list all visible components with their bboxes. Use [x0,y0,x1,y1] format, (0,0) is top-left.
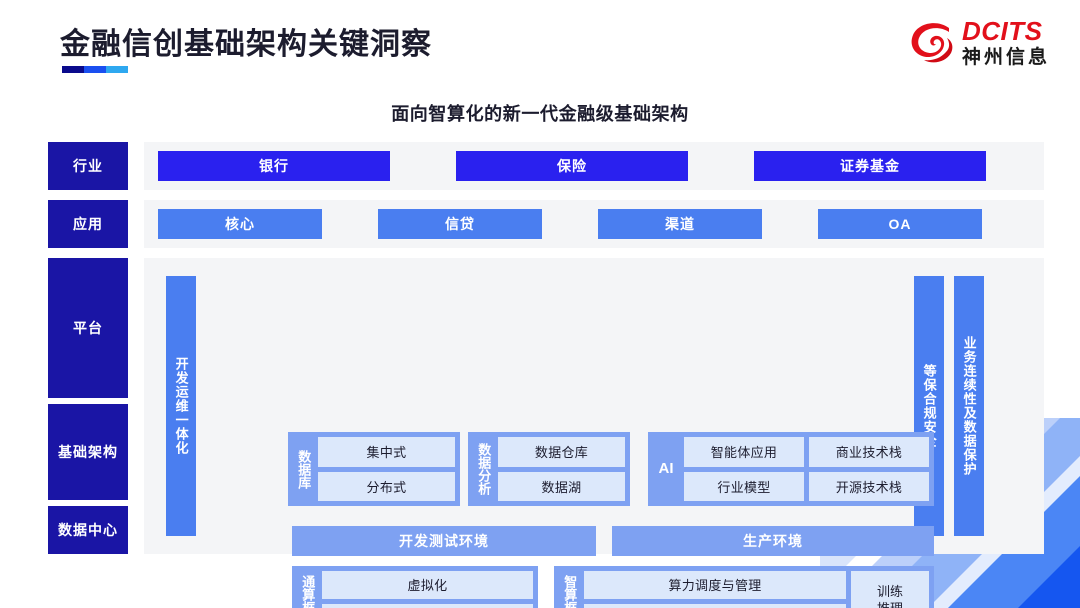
chip-data-processing[interactable]: 数据处理与管理 [584,603,846,608]
chip-agent-application[interactable]: 智能体应用 [684,437,804,467]
page-title: 金融信创基础架构关键洞察 [60,28,432,61]
slide-subtitle: 面向智算化的新一代金融级基础架构 [391,104,689,124]
application-item-core[interactable]: 核心 [158,209,322,239]
chip-industry-model[interactable]: 行业模型 [684,471,804,501]
chip-data-lake[interactable]: 数据湖 [498,471,625,501]
row-datacenter: 数据中心 [48,506,1044,554]
inference-label: 推理 [877,601,903,608]
group-ai: AI 智能体应用 商业技术栈 行业模型 开源技术栈 [648,432,934,506]
logo-text-cn: 神州信息 [961,47,1050,68]
group-label-general-framework: 通算框架 [300,575,316,608]
architecture-diagram: 行业 银行 保险 证券基金 应用 核心 信贷 渠道 OA 平台 基础架构 [48,142,1044,608]
chip-centralized[interactable]: 集中式 [318,437,455,467]
industry-panel: 银行 保险 证券基金 [144,142,1044,190]
row-infrastructure: 基础架构 [48,404,1044,500]
slide-header: 金融信创基础架构关键洞察 DCITS 神州信息 [0,0,1080,92]
group-label-database: 数据库 [296,449,312,489]
group-label-data-analysis: 数据分析 [476,443,492,495]
sidebar-devops[interactable]: 开发运维一体化 [166,276,196,536]
rail-label-datacenter: 数据中心 [48,506,128,554]
industry-item-securities-fund[interactable]: 证券基金 [754,151,986,181]
chip-data-warehouse[interactable]: 数据仓库 [498,437,625,467]
rail-label-industry: 行业 [48,142,128,190]
title-underline-rule [62,66,128,73]
chip-compute-scheduling[interactable]: 算力调度与管理 [584,571,846,599]
application-panel: 核心 信贷 渠道 OA [144,200,1044,248]
group-database: 数据库 集中式 分布式 [288,432,460,506]
industry-item-bank[interactable]: 银行 [158,151,390,181]
chip-commercial-tech-stack[interactable]: 商业技术栈 [809,437,929,467]
group-smart-compute-framework: 智算框架 算力调度与管理 数据处理与管理 训练 推理 [554,566,934,608]
industry-item-insurance[interactable]: 保险 [456,151,688,181]
chip-train-inference[interactable]: 训练 推理 [851,571,929,608]
rail-label-infrastructure: 基础架构 [48,404,128,500]
train-label: 训练 [876,584,903,600]
env-bar-dev-test[interactable]: 开发测试环境 [292,526,596,556]
chip-virtualization[interactable]: 虚拟化 [322,571,533,599]
row-industry: 行业 银行 保险 证券基金 [48,142,1044,190]
sidebar-business-continuity[interactable]: 业务连续性及数据保护 [954,276,984,536]
chip-distributed[interactable]: 分布式 [318,471,455,501]
row-application: 应用 核心 信贷 渠道 OA [48,200,1044,248]
group-general-compute-framework: 通算框架 虚拟化 云 [292,566,538,608]
group-label-smart-framework: 智算框架 [562,575,578,608]
env-bar-production[interactable]: 生产环境 [612,526,934,556]
chip-cloud[interactable]: 云 [322,603,533,608]
application-item-channel[interactable]: 渠道 [598,209,762,239]
application-item-oa[interactable]: OA [818,209,982,239]
brand-logo: DCITS 神州信息 [909,18,1050,67]
chip-opensource-tech-stack[interactable]: 开源技术栈 [809,471,929,501]
group-data-analysis: 数据分析 数据仓库 数据湖 [468,432,630,506]
application-item-credit[interactable]: 信贷 [378,209,542,239]
rail-label-platform: 平台 [48,258,128,398]
row-platform: 平台 [48,258,1044,398]
logo-text-en: DCITS [961,16,1043,46]
dcits-swirl-icon [909,21,955,65]
group-label-ai: AI [658,459,674,477]
rail-label-application: 应用 [48,200,128,248]
